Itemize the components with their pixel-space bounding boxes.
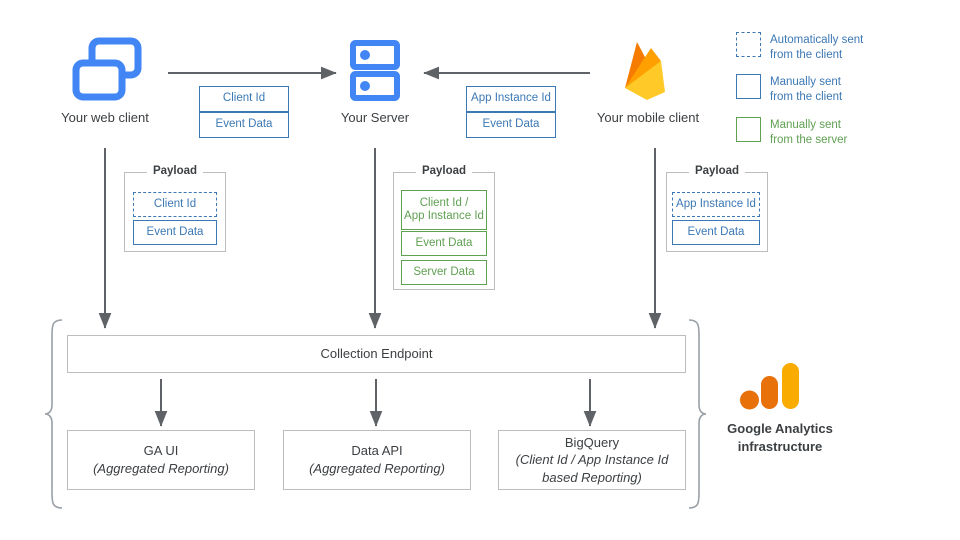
google-analytics-icon (740, 363, 799, 410)
legend: Automatically sent from the client Manua… (736, 32, 863, 159)
legend-label-line-1: Manually sent (770, 118, 841, 131)
output-title: BigQuery (564, 434, 620, 450)
output-title: GA UI (143, 443, 179, 459)
collection-endpoint-box[interactable]: Collection Endpoint (67, 335, 686, 373)
legend-item-manually-sent-from-server: Manually sent from the server (736, 116, 863, 147)
payload-title: Payload (146, 165, 204, 177)
payload-item-line-2: App Instance Id (404, 210, 484, 222)
output-box-data-api[interactable]: Data API (Aggregated Reporting) (283, 430, 471, 490)
payload-item-client-id: Client Id (133, 192, 217, 217)
legend-swatch-dashed-blue (736, 32, 761, 57)
server-icon (350, 40, 400, 101)
transit-chip-app-instance-id: App Instance Id (466, 86, 556, 112)
infrastructure-label-line-1: Google Analytics (727, 421, 833, 436)
infrastructure-label-line-2: infrastructure (737, 438, 823, 454)
web-client-label: Your web client (61, 110, 149, 125)
legend-label-line-2: from the server (770, 133, 848, 146)
payload-title: Payload (415, 165, 473, 177)
legend-label: Automatically sent from the client (770, 32, 863, 62)
transit-chip-event-data-mobile: Event Data (466, 112, 556, 138)
output-title: Data API (351, 443, 403, 459)
transit-chip-client-id: Client Id (199, 86, 289, 112)
payload-item-event-data-server: Event Data (401, 231, 487, 256)
payload-item-event-data: Event Data (133, 220, 217, 245)
windows-icon (72, 37, 142, 101)
payload-item-server-data: Server Data (401, 260, 487, 285)
output-box-ga-ui[interactable]: GA UI (Aggregated Reporting) (67, 430, 255, 490)
legend-label-line-1: Automatically sent (770, 34, 864, 46)
output-subtitle-2: based Reporting) (542, 469, 642, 485)
server-label: Your Server (340, 110, 410, 125)
payload-item-client-or-app-instance-id: Client Id / App Instance Id (401, 190, 487, 230)
legend-item-automatically-sent-from-client: Automatically sent from the client (736, 32, 863, 62)
legend-label: Manually sent from the client (770, 74, 842, 104)
legend-label-line-2: from the client (770, 48, 843, 61)
transit-chip-event-data: Event Data (199, 112, 289, 138)
output-box-bigquery[interactable]: BigQuery (Client Id / App Instance Id ba… (498, 430, 686, 490)
legend-swatch-solid-blue (736, 74, 761, 100)
legend-label-line-2: from the client (770, 91, 843, 104)
payload-item-line-1: Client Id / (419, 196, 469, 209)
payload-item-app-instance-id: App Instance Id (672, 192, 760, 217)
output-subtitle: (Aggregated Reporting) (309, 461, 445, 476)
legend-swatch-solid-green (736, 116, 761, 142)
infrastructure-bracket-left (44, 319, 63, 509)
output-subtitle: (Aggregated Reporting) (93, 461, 229, 476)
output-subtitle: (Client Id / App Instance Id (515, 452, 669, 468)
infrastructure-bracket-right (688, 319, 707, 509)
infrastructure-label: Google Analytics infrastructure (700, 420, 860, 455)
payload-item-event-data-mobile: Event Data (672, 220, 760, 245)
mobile-client-label: Your mobile client (596, 110, 700, 125)
legend-item-manually-sent-from-client: Manually sent from the client (736, 74, 863, 104)
legend-label-line-1: Manually sent (770, 76, 841, 89)
legend-label: Manually sent from the server (770, 117, 847, 147)
payload-title: Payload (688, 165, 746, 177)
firebase-icon (625, 42, 665, 100)
